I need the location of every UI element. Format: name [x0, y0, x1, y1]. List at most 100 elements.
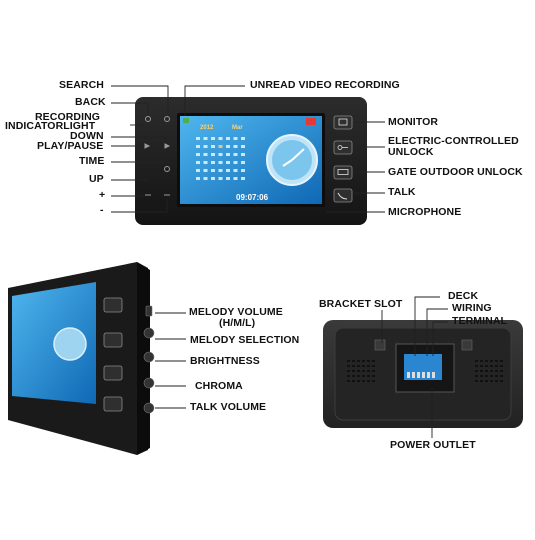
vent-hole — [480, 380, 483, 382]
bell-icon — [337, 169, 349, 175]
vent-holes — [347, 360, 503, 382]
angled-talk-button[interactable] — [103, 396, 123, 412]
screen-year: 2012 — [200, 125, 214, 131]
vent-hole — [372, 375, 375, 377]
angled-unlock-button[interactable] — [103, 332, 123, 348]
label-back: BACK — [75, 96, 106, 108]
angled-buttons — [103, 297, 123, 412]
label-bracket-slot: BRACKET SLOT — [319, 298, 403, 310]
vent-hole — [500, 380, 503, 382]
label-indicator-light: INDICATORLIGHT — [5, 120, 96, 132]
gate-unlock-button[interactable] — [333, 165, 353, 180]
calendar-cell — [241, 177, 245, 180]
calendar-cell — [196, 137, 200, 140]
vent-hole — [475, 360, 478, 362]
talk-volume-knob[interactable] — [143, 402, 155, 414]
play-pause-icon[interactable] — [144, 143, 151, 149]
vent-hole — [357, 360, 360, 362]
calendar-cell — [196, 169, 200, 172]
label-monitor: MONITOR — [388, 116, 439, 128]
vent-hole — [367, 360, 370, 362]
screen-time: 09:07:06 — [236, 193, 269, 202]
vent-hole — [367, 365, 370, 367]
calendar-cell — [196, 177, 200, 180]
vent-hole — [475, 370, 478, 372]
back-button-icon[interactable] — [145, 116, 151, 122]
vent-hole — [495, 380, 498, 382]
melody-selection-knob[interactable] — [143, 327, 155, 339]
angled-monitor-button[interactable] — [103, 297, 123, 313]
vent-hole — [495, 360, 498, 362]
calendar-cell — [226, 153, 230, 156]
vent-hole — [347, 365, 350, 367]
talk-button[interactable] — [333, 188, 353, 203]
calendar-cell — [233, 153, 238, 156]
calendar-cell — [226, 137, 230, 140]
vent-hole — [362, 370, 365, 372]
vent-hole — [367, 370, 370, 372]
calendar-cell — [196, 161, 200, 164]
vent-hole — [485, 360, 488, 362]
vent-hole — [490, 380, 493, 382]
label-brightness: BRIGHTNESS — [190, 355, 260, 367]
calendar-cell — [226, 145, 230, 148]
front-view — [111, 85, 385, 225]
calendar-cell — [211, 153, 215, 156]
vent-hole — [490, 365, 493, 367]
chroma-knob[interactable] — [143, 377, 155, 389]
down-icon[interactable] — [164, 143, 171, 149]
monitor-button[interactable] — [333, 115, 353, 130]
bracket-slot-right — [461, 339, 473, 351]
calendar-cell — [241, 161, 245, 164]
calendar-cell — [218, 177, 223, 180]
calendar-cell — [218, 153, 223, 156]
search-button-icon[interactable] — [164, 116, 170, 122]
calendar-cell — [233, 137, 238, 140]
vent-hole — [475, 380, 478, 382]
unread-indicator-icon — [183, 118, 189, 123]
label-electric-unlock-2: UNLOCK — [388, 146, 434, 158]
vent-hole — [372, 360, 375, 362]
clock-hand-hour — [282, 159, 293, 167]
label-chroma: CHROMA — [195, 380, 243, 392]
label-power-outlet: POWER OUTLET — [390, 439, 476, 451]
right-buttons — [333, 115, 353, 203]
label-gate-outdoor-unlock: GATE OUTDOOR UNLOCK — [388, 166, 523, 178]
back-leader-lines — [381, 296, 448, 438]
vent-hole — [475, 365, 478, 367]
calendar-cell — [241, 153, 245, 156]
vent-hole — [480, 360, 483, 362]
calendar-cell — [203, 177, 208, 180]
vent-hole — [490, 370, 493, 372]
melody-volume-switch[interactable] — [145, 305, 153, 317]
vent-hole — [495, 370, 498, 372]
screen-month: Mar — [232, 125, 243, 131]
vent-hole — [347, 370, 350, 372]
vent-hole — [352, 375, 355, 377]
front-leader-lines — [111, 85, 385, 213]
calendar-cell — [241, 169, 245, 172]
vent-hole — [362, 360, 365, 362]
label-melody-volume-1: MELODY VOLUME — [189, 306, 283, 318]
brightness-knob[interactable] — [143, 351, 155, 363]
recording-icon — [306, 118, 316, 125]
angled-clock — [53, 327, 87, 361]
calendar-cell — [233, 161, 238, 164]
vent-hole — [372, 365, 375, 367]
angled-gate-button[interactable] — [103, 365, 123, 381]
label-time: TIME — [79, 155, 105, 167]
monitor-icon — [338, 118, 348, 126]
label-microphone: MICROPHONE — [388, 206, 462, 218]
vent-hole — [500, 375, 503, 377]
calendar-cell — [196, 145, 200, 148]
vent-hole — [490, 360, 493, 362]
vent-hole — [475, 375, 478, 377]
side-leader-lines — [155, 312, 186, 409]
time-button-icon[interactable] — [164, 166, 170, 172]
vent-hole — [485, 365, 488, 367]
vent-hole — [362, 365, 365, 367]
calendar-cell — [203, 169, 208, 172]
vent-hole — [357, 365, 360, 367]
calendar-cell — [211, 177, 215, 180]
